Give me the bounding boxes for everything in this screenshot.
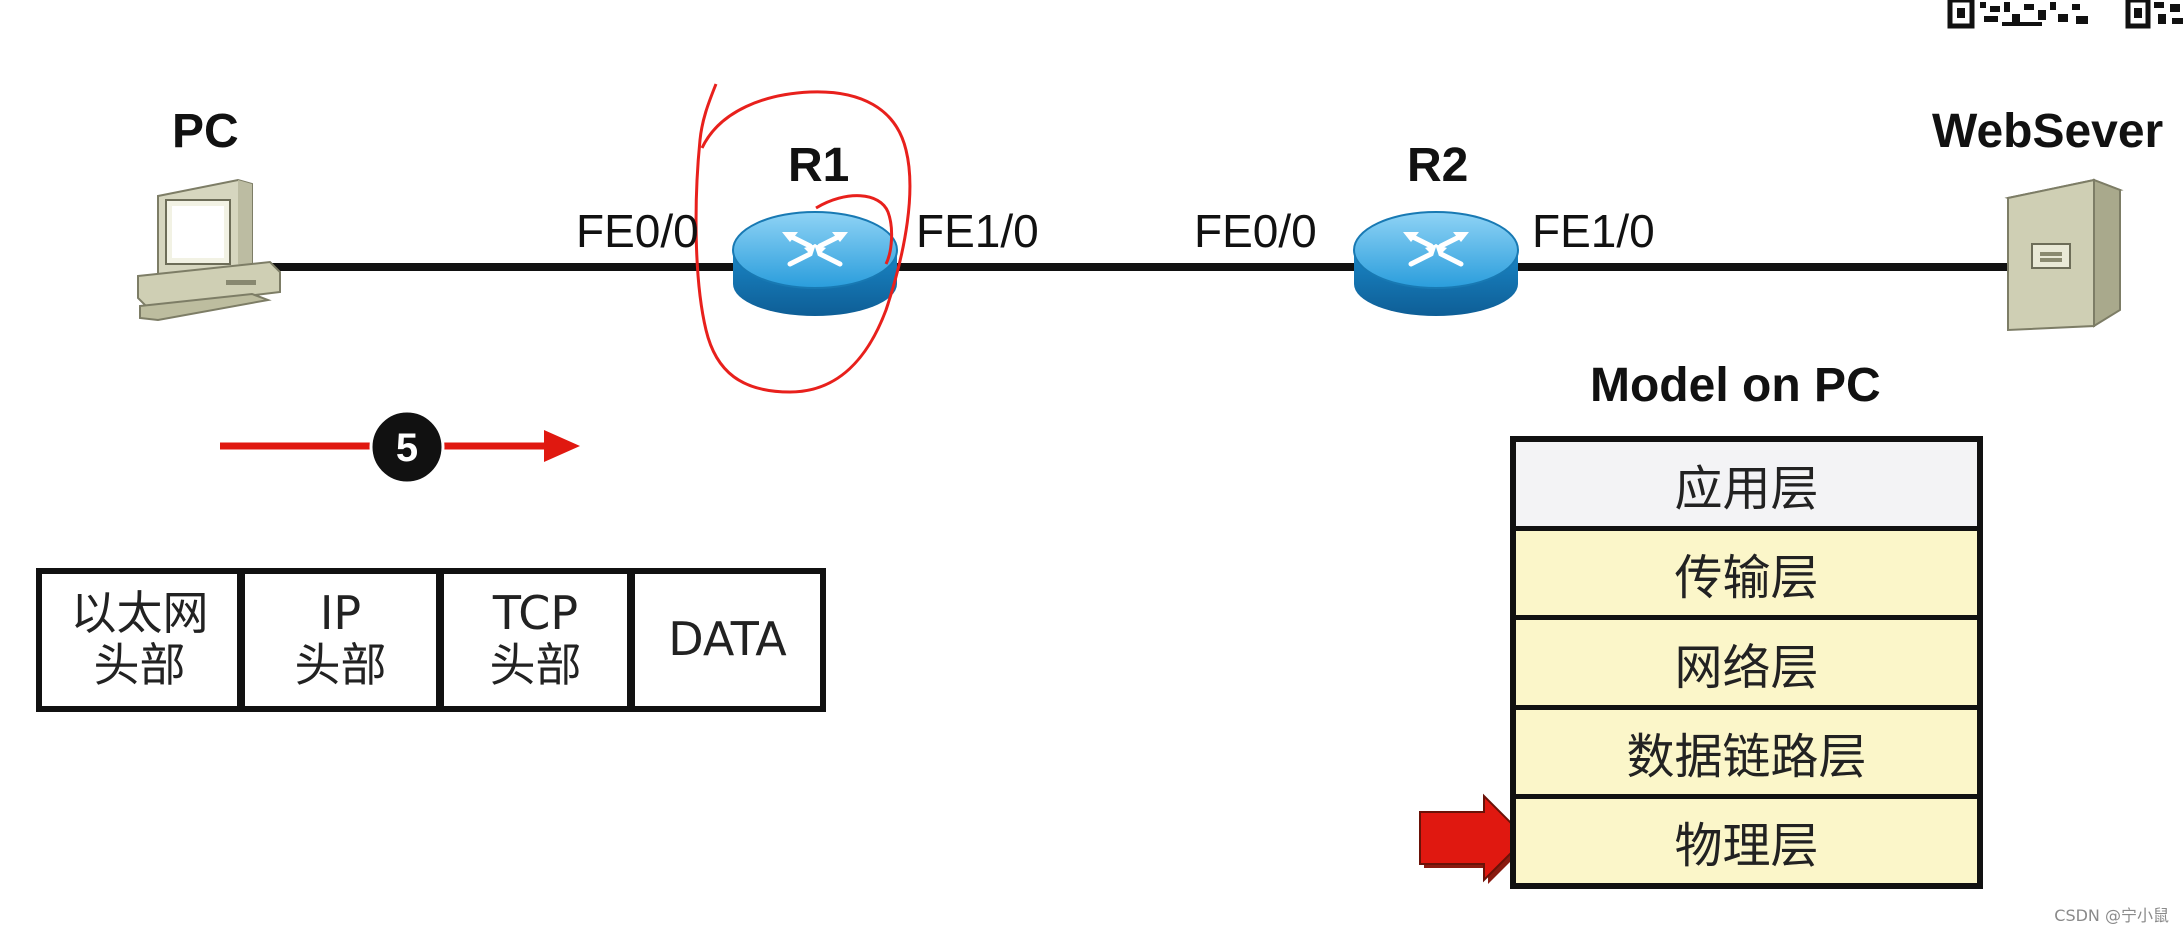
cell-line: TCP bbox=[492, 586, 579, 641]
server-icon bbox=[2004, 178, 2124, 332]
physical-layer: 物理层 bbox=[1516, 798, 1977, 884]
data-link-layer: 数据链路层 bbox=[1516, 709, 1977, 799]
cell-line: DATA bbox=[668, 612, 787, 667]
application-layer: 应用层 bbox=[1516, 442, 1977, 532]
r2-label: R2 bbox=[1407, 139, 1469, 192]
r1-fe10-label: FE1/0 bbox=[916, 205, 1039, 257]
cell-line: 头部 bbox=[489, 638, 582, 692]
r1-fe00-label: FE0/0 bbox=[576, 205, 699, 257]
packet-frame: 以太网 头部 IP 头部 TCP 头部 DATA bbox=[36, 568, 826, 712]
annotation-arc bbox=[815, 194, 894, 265]
r2-fe00-label: FE0/0 bbox=[1194, 205, 1317, 257]
qr-code-icon bbox=[1947, 0, 2090, 30]
tcp-header-cell: TCP 头部 bbox=[444, 574, 635, 706]
r1-label: R1 bbox=[788, 139, 850, 192]
ethernet-header-cell: 以太网 头部 bbox=[42, 574, 245, 706]
r2-fe10-label: FE1/0 bbox=[1532, 205, 1655, 257]
data-cell: DATA bbox=[635, 574, 820, 706]
router-r2-icon bbox=[1353, 211, 1519, 316]
qr-code-icon-2 bbox=[2125, 0, 2183, 29]
osi-model-stack: 应用层 传输层 网络层 数据链路层 物理层 bbox=[1510, 436, 1983, 889]
cell-line: 头部 bbox=[93, 638, 186, 692]
ip-header-cell: IP 头部 bbox=[245, 574, 444, 706]
watermark: CSDN @宁小鼠 bbox=[2054, 906, 2169, 925]
step-number: 5 bbox=[396, 426, 418, 470]
step-badge: 5 bbox=[369, 409, 445, 485]
cell-line: IP bbox=[319, 586, 362, 641]
server-label: WebSever bbox=[1932, 105, 2164, 158]
router-r1-icon bbox=[732, 211, 898, 316]
cell-line: 头部 bbox=[294, 638, 387, 692]
cell-line: 以太网 bbox=[70, 586, 209, 641]
model-title: Model on PC bbox=[1590, 359, 1881, 412]
pc-icon bbox=[137, 178, 281, 322]
current-layer-pointer-icon bbox=[1419, 793, 1530, 884]
network-layer: 网络层 bbox=[1516, 620, 1977, 710]
pc-label: PC bbox=[172, 105, 239, 158]
transport-layer: 传输层 bbox=[1516, 531, 1977, 621]
annotation-circle bbox=[694, 83, 912, 394]
